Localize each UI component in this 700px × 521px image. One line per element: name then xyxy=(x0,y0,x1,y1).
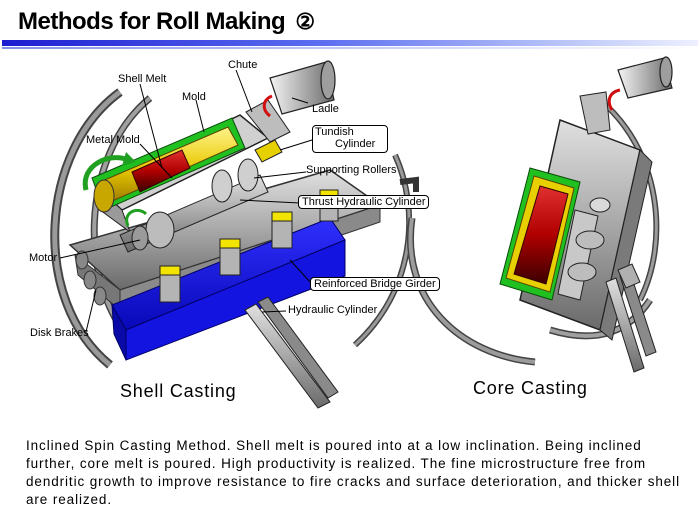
label-tundish-cylinder: Cylinder xyxy=(335,138,376,150)
label-metal-mold: Metal Mold xyxy=(86,134,140,146)
label-supporting-rollers: Supporting Rollers xyxy=(306,164,397,176)
core-ladle xyxy=(607,56,673,111)
label-tundish: Tundish xyxy=(315,126,354,138)
label-reinforced-bridge-girder: Reinforced Bridge Girder xyxy=(310,277,440,291)
title-text: Methods for Roll Making xyxy=(18,8,286,35)
caption-core-casting: Core Casting xyxy=(473,378,588,398)
label-hydraulic-cylinder: Hydraulic Cylinder xyxy=(288,304,378,316)
hydraulic-cylinder xyxy=(244,296,339,409)
shell-casting-machine xyxy=(50,60,413,409)
shell-melt-red xyxy=(131,149,191,193)
label-tundish-cylinder-box: Tundish Cylinder xyxy=(312,125,388,153)
core-bracket xyxy=(399,176,419,192)
label-mold: Mold xyxy=(182,91,206,103)
core-hydraulic-cylinders xyxy=(605,263,657,373)
label-ladle: Ladle xyxy=(312,103,339,115)
core-casting-machine xyxy=(399,56,673,373)
disk-brake-group xyxy=(75,250,107,306)
caption-shell-casting: Shell Casting xyxy=(120,381,237,401)
title-number: ② xyxy=(295,9,315,34)
core-chute xyxy=(579,91,611,135)
ladle xyxy=(262,60,336,118)
label-shell-melt: Shell Melt xyxy=(118,73,167,85)
method-description: Inclined Spin Casting Method. Shell melt… xyxy=(26,438,680,507)
label-disk-brakes: Disk Brakes xyxy=(30,327,89,339)
core-melt-red xyxy=(513,185,569,285)
label-thrust-hydraulic-cylinder: Thrust Hydraulic Cylinder xyxy=(298,195,430,209)
title-underline xyxy=(2,40,698,46)
tundish-cylinder xyxy=(254,139,283,163)
chute xyxy=(245,99,291,143)
label-chute: Chute xyxy=(228,59,258,71)
page-title: Methods for Roll Making ② xyxy=(18,8,315,36)
title-underline-shadow xyxy=(2,47,698,49)
leader-lines xyxy=(59,69,313,333)
rotation-arrow-icon xyxy=(82,155,130,191)
label-motor: Motor xyxy=(29,252,58,264)
